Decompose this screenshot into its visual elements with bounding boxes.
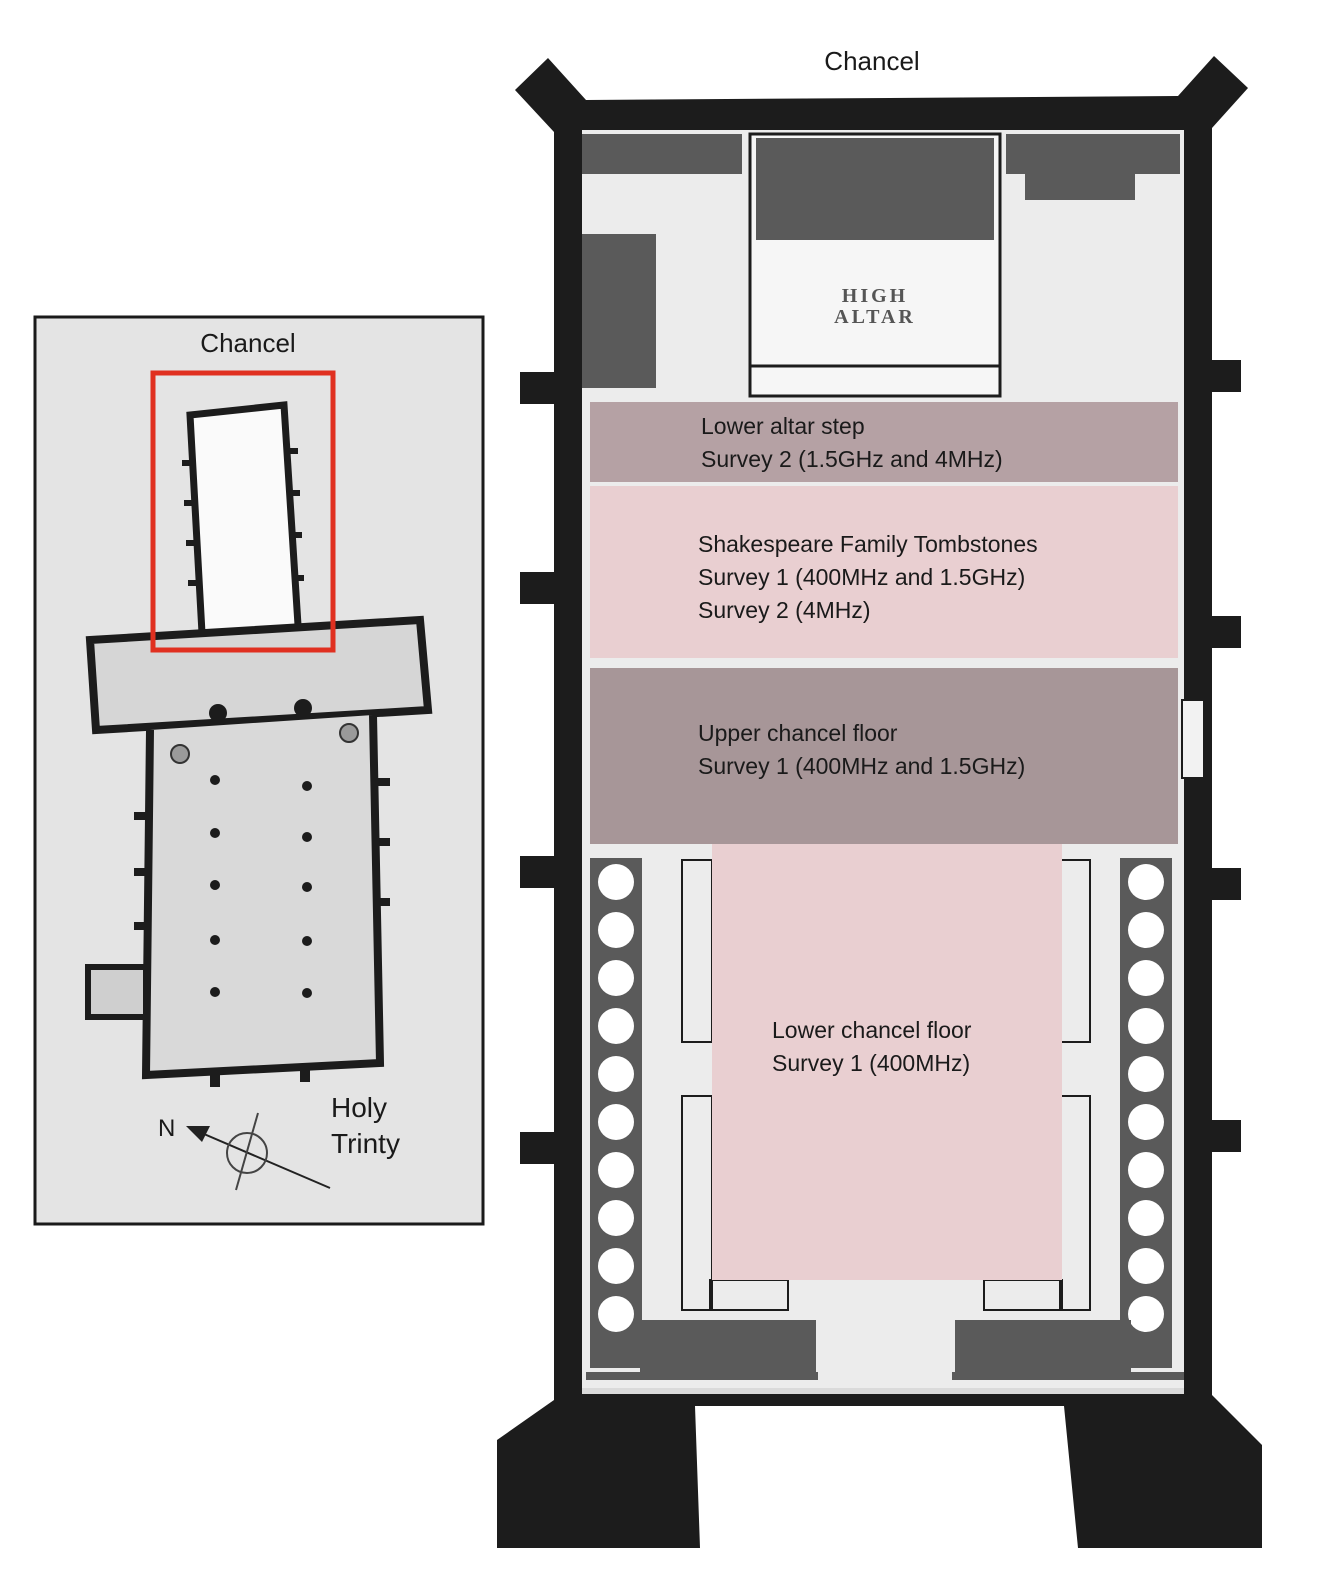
stall-seat xyxy=(598,1248,634,1284)
stall-seat xyxy=(1128,1056,1164,1092)
choir-stalls-left xyxy=(586,858,818,1380)
altar-label-line2: ALTAR xyxy=(834,306,916,328)
stall-seat xyxy=(598,1056,634,1092)
chancel-detail-plan: Chancel HIGH ALTAR xyxy=(497,46,1262,1548)
zone-label: Survey 1 (400MHz and 1.5GHz) xyxy=(698,564,1025,590)
zone-label: Survey 2 (4MHz) xyxy=(698,597,871,623)
stall-seat xyxy=(598,1152,634,1188)
zone-label: Survey 2 (1.5GHz and 4MHz) xyxy=(701,446,1003,472)
altar-table xyxy=(756,138,994,240)
stall-seat xyxy=(598,1008,634,1044)
chancel-highlight-box xyxy=(150,370,336,653)
sedilia xyxy=(582,234,656,388)
altar-rail-left xyxy=(582,134,742,174)
stall-seat xyxy=(1128,912,1164,948)
overview-nave-buttresses xyxy=(134,778,390,1087)
overview-nave-walls xyxy=(141,714,385,1080)
overview-chancel-walls xyxy=(186,401,302,634)
overview-pier xyxy=(209,704,227,722)
detail-title: Chancel xyxy=(824,46,919,76)
side-window xyxy=(1181,699,1205,779)
zone-upper-chancel-floor xyxy=(590,668,1178,844)
north-arrow-icon xyxy=(186,1112,331,1191)
stall-seat xyxy=(1128,1200,1164,1236)
overview-chancel-buttresses xyxy=(182,448,304,586)
zone-shakespeare-tombstones xyxy=(590,486,1178,658)
zone-lower-chancel-floor xyxy=(712,844,1062,1280)
stall-seat xyxy=(1128,1248,1164,1284)
choir-stalls-right xyxy=(952,858,1184,1380)
stall-seat xyxy=(598,1104,634,1140)
church-label-line1: Holy xyxy=(331,1092,387,1123)
zone-label: Shakespeare Family Tombstones xyxy=(698,531,1038,557)
zone-label: Survey 1 (400MHz) xyxy=(772,1050,970,1076)
overview-title: Chancel xyxy=(200,328,295,358)
stall-seat xyxy=(1128,1104,1164,1140)
stall-seat xyxy=(598,864,634,900)
wall-buttresses xyxy=(520,360,1241,1164)
overview-panel: Chancel xyxy=(33,315,485,1226)
chancel-step xyxy=(582,1388,1184,1394)
overview-font xyxy=(339,723,359,743)
stall-seat xyxy=(598,960,634,996)
overview-transept xyxy=(85,615,433,735)
overview-nave xyxy=(146,715,380,1075)
zone-label: Lower altar step xyxy=(701,413,865,439)
overview-pier xyxy=(294,699,312,717)
overview-font xyxy=(170,744,190,764)
zone-label: Survey 1 (400MHz and 1.5GHz) xyxy=(698,753,1025,779)
church-label-line2: Trinty xyxy=(331,1128,400,1159)
stall-seat xyxy=(1128,864,1164,900)
stall-seat xyxy=(598,1200,634,1236)
zone-lower-altar-step xyxy=(590,402,1178,482)
stall-seat xyxy=(598,1296,634,1332)
zone-label: Upper chancel floor xyxy=(698,720,898,746)
overview-nave-columns xyxy=(210,775,312,998)
altar-label-line1: HIGH xyxy=(842,285,908,307)
stall-seat xyxy=(1128,1008,1164,1044)
stall-seat xyxy=(1128,1152,1164,1188)
north-letter: N xyxy=(158,1115,175,1142)
overview-porch xyxy=(85,964,149,1020)
stall-seat xyxy=(1128,960,1164,996)
stall-seat xyxy=(598,912,634,948)
overview-chancel-floor xyxy=(190,405,298,633)
zone-label: Lower chancel floor xyxy=(772,1017,972,1043)
altar-credence xyxy=(1025,166,1135,200)
stall-seat xyxy=(1128,1296,1164,1332)
zone-labels: Lower altar step Survey 2 (1.5GHz and 4M… xyxy=(698,413,1038,1076)
